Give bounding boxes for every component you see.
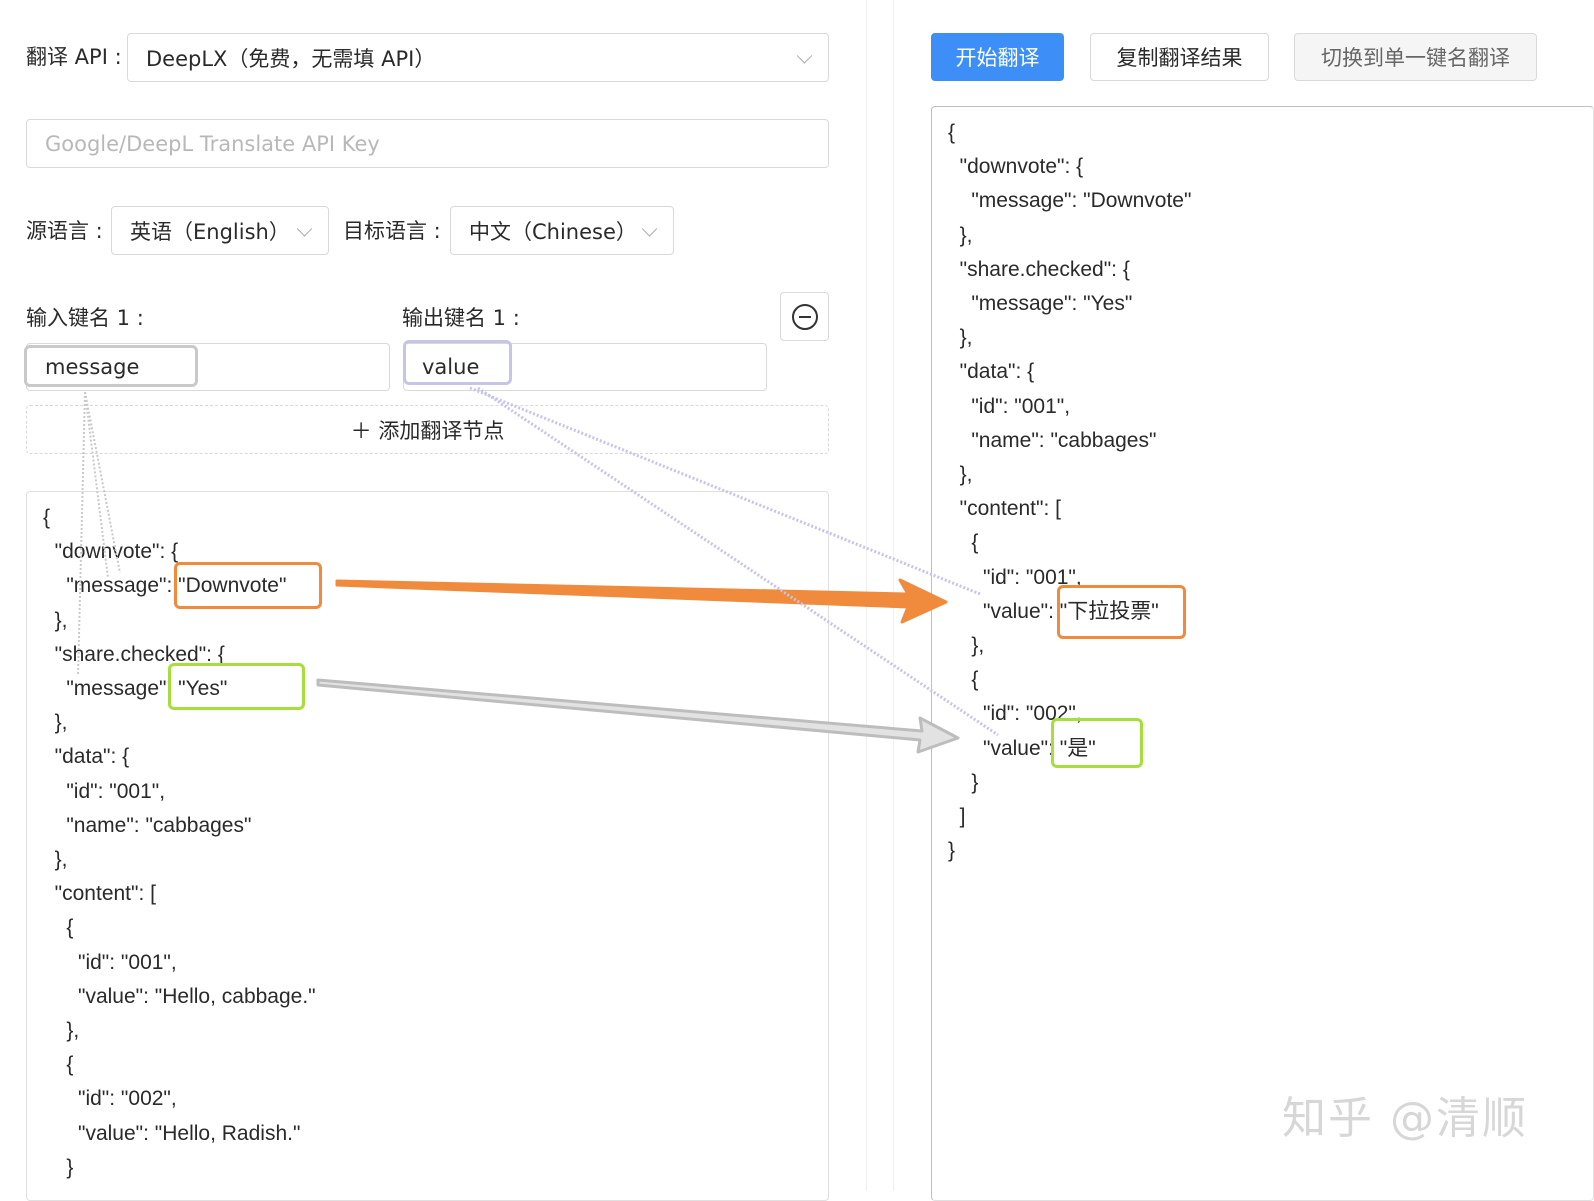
code-line: "data": { bbox=[948, 360, 1035, 384]
code-line: "id": "001", bbox=[43, 779, 166, 803]
input-key-label: 输入键名 1 : bbox=[26, 306, 144, 330]
downvote-result-highlight bbox=[1057, 585, 1186, 639]
source-language-label: 源语言 : bbox=[26, 219, 103, 243]
yes-result-highlight bbox=[1051, 718, 1143, 768]
source-json-content: { "downvote": { "message": "Downvote" },… bbox=[43, 501, 316, 1185]
code-line: } bbox=[948, 770, 979, 794]
gray-arrow bbox=[316, 678, 960, 754]
purple-dotted-line-1 bbox=[469, 386, 981, 596]
switch-single-key-button[interactable]: 切换到单一键名翻译 bbox=[1294, 33, 1537, 81]
source-language-value: 英语（English） bbox=[130, 219, 290, 244]
gray-dotted-line-3 bbox=[84, 391, 109, 579]
input-key-field[interactable]: message bbox=[26, 343, 390, 391]
code-line: "content": [ bbox=[948, 497, 1061, 521]
code-line: "id": "002", bbox=[43, 1087, 177, 1111]
code-line: "data": { bbox=[43, 745, 130, 769]
code-line: "message": "Yes" bbox=[948, 292, 1133, 316]
code-line: "value": "Hello, cabbage." bbox=[43, 984, 316, 1008]
code-line: }, bbox=[43, 1019, 80, 1043]
remove-mapping-button[interactable] bbox=[780, 292, 829, 341]
gray-dotted-line-2 bbox=[77, 391, 86, 677]
target-language-select[interactable]: 中文（Chinese） bbox=[450, 206, 674, 255]
code-line: { bbox=[948, 668, 979, 692]
code-line: }, bbox=[948, 223, 973, 247]
code-line: } bbox=[43, 1155, 74, 1179]
code-line: "message": "Yes" bbox=[43, 677, 228, 701]
purple-dotted-line-2 bbox=[477, 386, 999, 737]
code-line: "value": "下拉投票" bbox=[948, 599, 1159, 623]
code-line: }, bbox=[948, 326, 973, 350]
input-key-value: message bbox=[45, 355, 140, 379]
result-json-content: { "downvote": { "message": "Downvote" },… bbox=[948, 116, 1191, 868]
code-line: "message": "Downvote" bbox=[948, 189, 1192, 213]
source-json-editor[interactable]: { "downvote": { "message": "Downvote" },… bbox=[26, 491, 829, 1201]
output-key-label: 输出键名 1 : bbox=[402, 306, 520, 330]
code-line: "message": "Downvote" bbox=[43, 574, 287, 598]
code-line: "value": "是" bbox=[948, 736, 1096, 760]
code-line: { bbox=[948, 531, 979, 555]
downvote-source-highlight bbox=[174, 562, 322, 609]
copy-result-button[interactable]: 复制翻译结果 bbox=[1090, 33, 1269, 81]
target-language-value: 中文（Chinese） bbox=[469, 219, 637, 244]
source-language-select[interactable]: 英语（English） bbox=[111, 206, 329, 255]
start-translate-button[interactable]: 开始翻译 bbox=[931, 33, 1064, 81]
code-line: }, bbox=[948, 634, 985, 658]
code-line: }, bbox=[43, 711, 68, 735]
minus-circle-icon bbox=[791, 303, 818, 330]
code-line: }, bbox=[43, 848, 68, 872]
code-line: "downvote": { bbox=[43, 540, 179, 564]
yes-source-highlight bbox=[168, 663, 305, 710]
input-key-highlight bbox=[24, 345, 198, 387]
code-line: "id": "001", bbox=[948, 565, 1082, 589]
code-line: }, bbox=[43, 608, 68, 632]
translate-api-label: 翻译 API : bbox=[26, 45, 122, 69]
code-line: }, bbox=[948, 463, 973, 487]
code-line: { bbox=[43, 1053, 74, 1077]
code-line: } bbox=[948, 839, 956, 863]
code-line: "name": "cabbages" bbox=[948, 428, 1157, 452]
gray-dotted-line-1 bbox=[84, 391, 121, 574]
watermark-text: 知乎 @清顺 bbox=[1282, 1093, 1528, 1144]
code-line: "id": "001", bbox=[948, 394, 1071, 418]
code-line: "downvote": { bbox=[948, 155, 1084, 179]
code-line: { bbox=[43, 506, 51, 529]
api-key-input[interactable]: Google/DeepL Translate API Key bbox=[26, 119, 829, 168]
translate-api-selected: DeepLX（免费，无需填 API） bbox=[146, 46, 436, 71]
code-line: "share.checked": { bbox=[948, 257, 1130, 281]
code-line: "value": "Hello, Radish." bbox=[43, 1121, 301, 1145]
target-language-label: 目标语言 : bbox=[343, 219, 441, 243]
orange-arrow bbox=[335, 578, 948, 624]
code-line: { bbox=[948, 121, 956, 144]
code-line: "name": "cabbages" bbox=[43, 813, 252, 837]
add-translation-node-button[interactable]: ＋ 添加翻译节点 bbox=[26, 405, 829, 454]
code-line: ] bbox=[948, 805, 966, 829]
code-line: "id": "001", bbox=[43, 950, 177, 974]
code-line: "content": [ bbox=[43, 882, 156, 906]
translate-api-select[interactable]: DeepLX（免费，无需填 API） bbox=[127, 33, 829, 82]
output-key-value: value bbox=[422, 355, 480, 379]
code-line: { bbox=[43, 916, 74, 940]
output-key-highlight bbox=[403, 340, 512, 385]
code-line: "share.checked": { bbox=[43, 642, 225, 666]
